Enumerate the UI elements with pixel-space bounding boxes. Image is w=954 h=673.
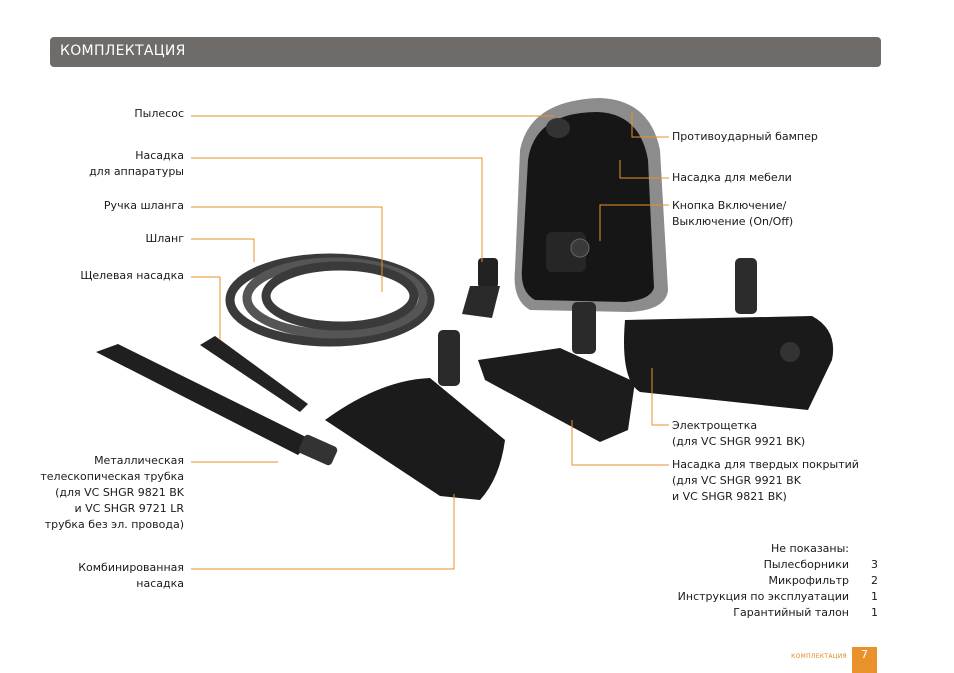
hose-coil — [225, 253, 435, 347]
section-header-bar: КОМПЛЕКТАЦИЯ — [50, 37, 881, 67]
crevice-nozzle — [200, 336, 308, 412]
leader-combination — [191, 494, 455, 570]
section-title: КОМПЛЕКТАЦИЯ — [60, 43, 186, 59]
leader-nozzle-equipment — [191, 157, 483, 262]
label-electro-brush: Электрощетка (для VC SHGR 9921 BK) — [672, 419, 806, 448]
leader-hard-floor — [571, 420, 669, 466]
label-furniture-nozzle: Насадка для мебели — [672, 171, 792, 184]
label-bumper: Противоударный бампер — [672, 130, 818, 143]
telescopic-tube — [96, 344, 338, 466]
leader-power — [599, 204, 669, 241]
label-nozzle-equipment: Насадка для аппаратуры — [89, 149, 184, 178]
label-hose: Шланг — [145, 232, 184, 245]
label-vacuum: Пылесос — [134, 107, 184, 120]
label-hose-handle: Ручка шланга — [103, 199, 184, 212]
combination-nozzle — [325, 330, 505, 500]
label-telescopic-tube: Металлическая телескопическая трубка (дл… — [40, 454, 184, 531]
electro-brush — [624, 258, 834, 410]
label-power-button: Кнопка Включение/ Выключение (On/Off) — [672, 199, 794, 228]
hard-floor-nozzle — [478, 302, 635, 442]
label-hard-floor-nozzle: Насадка для твердых покрытий (для VC SHG… — [672, 458, 859, 503]
leader-electro — [651, 368, 669, 426]
leader-furniture — [619, 160, 669, 179]
label-crevice-nozzle: Щелевая насадка — [80, 269, 184, 282]
not-shown-title: Не показаны: — [770, 542, 849, 555]
leader-crevice — [191, 276, 221, 340]
furniture-nozzle — [462, 258, 500, 318]
leader-hose-handle — [191, 206, 383, 292]
leader-hose — [191, 238, 255, 262]
leader-bumper — [631, 112, 669, 138]
vacuum-body — [514, 98, 668, 312]
label-combination-nozzle: Комбинированная насадка — [78, 561, 184, 590]
page-number: 7 — [852, 647, 877, 673]
footer-section-label: КОМПЛЕКТАЦИЯ — [791, 653, 847, 660]
